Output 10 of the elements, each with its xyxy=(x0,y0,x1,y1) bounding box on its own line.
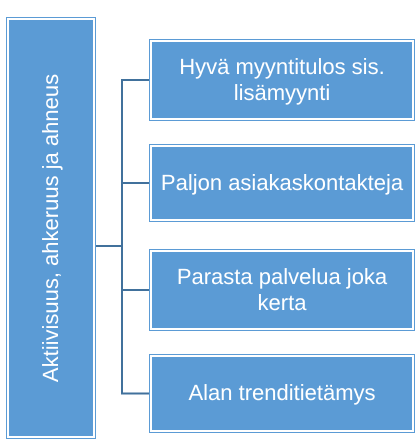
item-label: Alan trenditietämys xyxy=(188,380,376,407)
item-label: Parasta palvelua joka kerta xyxy=(176,264,388,316)
item-label: Paljon asiakaskontakteja xyxy=(160,170,404,196)
category-label: Aktiivisuus, ahkeruus ja ahneus xyxy=(38,72,64,384)
item-box xyxy=(150,250,414,330)
item-box xyxy=(150,40,414,120)
item-box xyxy=(150,355,414,432)
item-box xyxy=(150,145,414,221)
item-label: Hyvä myyntitulos sis. lisämyynti xyxy=(178,54,386,106)
category-box xyxy=(7,18,95,438)
